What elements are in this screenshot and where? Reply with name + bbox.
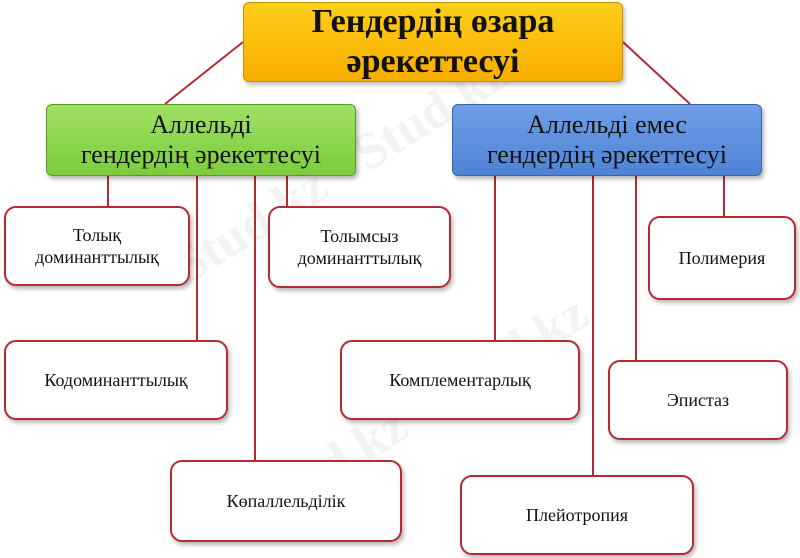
category-nonallelic-genes: Аллельді емес гендердің әрекеттесуі xyxy=(452,104,762,176)
connector-root-to-allelic xyxy=(164,41,244,105)
leaf-epistasis: Эпистаз xyxy=(608,360,788,440)
root-title-line1: Гендердің өзара xyxy=(311,3,555,40)
leaf-codominance: Кодоминанттылық xyxy=(4,340,228,420)
leaf-complementarity-label: Комплементарлық xyxy=(389,370,531,390)
leaf-complete-dominance-line2: доминанттылық xyxy=(35,247,159,267)
connector-root-to-nonallelic xyxy=(622,41,691,105)
category-nonallelic-line1: Аллельді емес xyxy=(527,110,687,139)
category-allelic-line2: гендердің әрекеттесуі xyxy=(80,140,321,169)
leaf-codominance-label: Кодоминанттылық xyxy=(44,370,188,390)
leaf-multiple-allelism-label: Көпаллельділік xyxy=(226,491,346,511)
leaf-complete-dominance: Толық доминанттылық xyxy=(4,206,190,286)
leaf-incomplete-dominance: Толымсыз доминанттылық xyxy=(268,206,451,288)
leaf-pleiotropy-label: Плейотропия xyxy=(526,505,628,525)
leaf-epistasis-label: Эпистаз xyxy=(666,390,730,410)
leaf-complementarity: Комплементарлық xyxy=(340,340,580,420)
leaf-polymery: Полимерия xyxy=(648,216,796,300)
root-node-gene-interaction: Гендердің өзара әрекеттесуі xyxy=(243,2,623,82)
root-title-line2: әрекеттесуі xyxy=(346,43,520,80)
leaf-incomplete-dominance-line1: Толымсыз xyxy=(320,226,399,246)
leaf-multiple-allelism: Көпаллельділік xyxy=(170,460,402,542)
leaf-incomplete-dominance-line2: доминанттылық xyxy=(297,248,422,268)
leaf-complete-dominance-line1: Толық xyxy=(72,225,122,245)
category-allelic-genes: Аллельді гендердің әрекеттесуі xyxy=(46,104,356,176)
leaf-pleiotropy: Плейотропия xyxy=(460,475,694,555)
leaf-polymery-label: Полимерия xyxy=(678,248,766,268)
category-nonallelic-line2: гендердің әрекеттесуі xyxy=(486,140,727,169)
category-allelic-line1: Аллельді xyxy=(150,110,252,139)
